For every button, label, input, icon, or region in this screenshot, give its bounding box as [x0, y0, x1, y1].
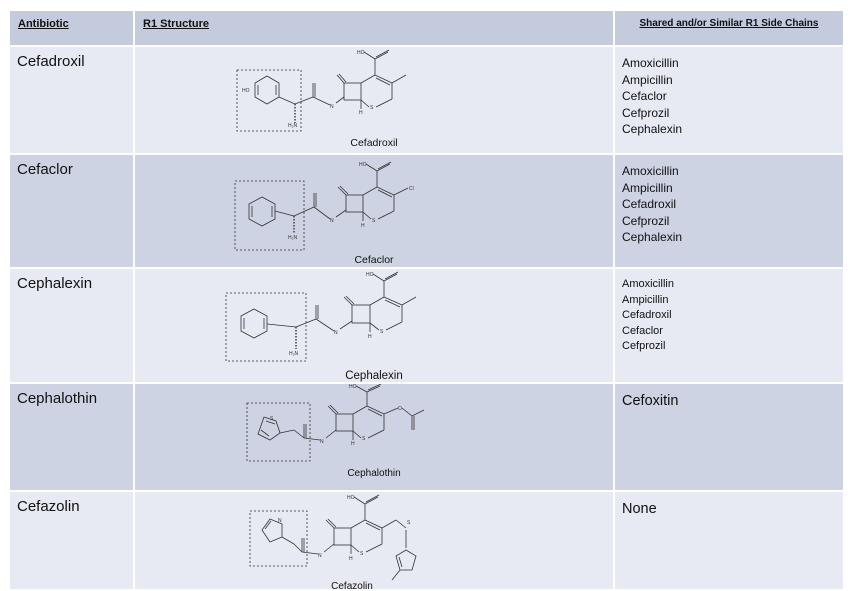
header-shared-side-chains: Shared and/or Similar R1 Side Chains	[615, 11, 843, 45]
shared-drug: Cefadroxil	[622, 309, 672, 321]
atom-label-cl: Cl	[409, 186, 414, 192]
atom-label-s: S	[380, 329, 384, 335]
shared-drug: None	[622, 501, 657, 517]
shared-drug: Cefprozil	[622, 105, 670, 120]
atom-label-h: H	[368, 334, 372, 340]
shared-drug: Amoxicillin	[622, 164, 679, 178]
atom-label-n: N	[330, 104, 334, 110]
r1-structure-cell: S N H S O HO Cephalothin	[135, 384, 613, 490]
r1-side-chain-box	[249, 510, 308, 567]
thiophene-ring	[257, 416, 281, 441]
atom-label-s: S	[372, 218, 376, 224]
shared-side-chains-cell: Cefoxitin	[615, 384, 843, 490]
atom-label-ho: HO	[347, 495, 355, 501]
table-row: Cephalothin	[10, 384, 843, 490]
structure-caption: Cefadroxil	[350, 137, 397, 149]
table-row: Cefadroxil	[10, 47, 843, 153]
atom-label-s: S	[360, 551, 364, 557]
structure-caption: Cephalexin	[345, 370, 403, 382]
antibiotic-name: Cefaclor	[10, 155, 133, 267]
r1-side-chain-box	[246, 402, 311, 462]
r1-side-chain-box	[234, 180, 305, 251]
header-antibiotic: Antibiotic	[10, 11, 133, 45]
shared-drug: Amoxicillin	[622, 56, 679, 70]
atom-label-h2n: H₂N	[288, 235, 298, 241]
structure-caption: Cefaclor	[354, 254, 394, 266]
cefazolin-structure-diagram: N N H S S HO Cefazolin	[249, 494, 417, 589]
header-row: Antibiotic R1 Structure Shared and/or Si…	[10, 11, 843, 45]
atom-label-ho: HO	[359, 162, 367, 168]
antibiotic-name: Cephalexin	[10, 269, 133, 382]
atom-label-h2n: H₂N	[288, 123, 298, 129]
atom-label-s: S	[407, 520, 411, 526]
antibiotic-name: Cephalothin	[10, 384, 133, 490]
cefadroxil-structure-diagram: HO H₂N N H S HO Cefadroxil	[236, 49, 407, 149]
atom-label-h2n: H₂N	[289, 351, 299, 357]
r1-side-chain-box	[236, 69, 302, 132]
antibiotic-table: Antibiotic R1 Structure Shared and/or Si…	[8, 9, 845, 591]
header-r1-structure: R1 Structure	[135, 11, 613, 45]
shared-drug: Cefprozil	[622, 340, 666, 352]
structure-caption: Cephalothin	[347, 468, 400, 479]
shared-side-chains-cell: Amoxicillin Ampicillin Cefaclor Cefprozi…	[615, 47, 843, 153]
atom-label-s: S	[270, 416, 274, 422]
shared-drug: Cefaclor	[622, 324, 663, 337]
atom-label-o: O	[398, 406, 402, 412]
shared-side-chains-cell: Amoxicillin Ampicillin Cefadroxil Cefpro…	[615, 155, 843, 267]
r1-side-chain-box	[225, 292, 307, 362]
atom-label-ho: HO	[242, 88, 250, 94]
benzene-ring	[248, 196, 276, 227]
table-row: Cephalexin	[10, 269, 843, 382]
shared-drug: Cefprozil	[622, 213, 670, 228]
shared-drug: Ampicillin	[622, 293, 669, 306]
antibiotic-name: Cefadroxil	[10, 47, 133, 153]
atom-label-n: N	[320, 439, 324, 445]
shared-drug: Cefoxitin	[622, 393, 679, 409]
thiadiazole-ring	[395, 549, 417, 571]
shared-drug: Cefadroxil	[622, 197, 677, 211]
atom-label-s: S	[370, 105, 374, 111]
shared-drug: Ampicillin	[622, 72, 673, 87]
atom-label-h: H	[361, 223, 365, 229]
atom-label-h: H	[351, 441, 355, 447]
atom-label-h: H	[359, 110, 363, 116]
atom-label-s: S	[362, 436, 366, 442]
shared-side-chains-cell: Amoxicillin Ampicillin Cefadroxil Cefacl…	[615, 269, 843, 382]
shared-drug: Ampicillin	[622, 180, 673, 195]
shared-drug: Cephalexin	[622, 122, 683, 136]
table-row: Cefaclor	[10, 155, 843, 267]
benzene-ring	[254, 75, 280, 105]
tetrazole-ring	[261, 518, 283, 543]
atom-label-n: N	[334, 330, 338, 336]
atom-label-n: N	[330, 218, 334, 224]
atom-label-h: H	[349, 556, 353, 562]
cefaclor-structure-diagram: H₂N N H S Cl HO Cefaclor	[234, 161, 414, 266]
shared-drug: Cefaclor	[622, 89, 667, 103]
atom-label-n: N	[318, 553, 322, 559]
r1-structure-cell: N N H S S HO Cefazolin	[135, 492, 613, 589]
cephalothin-structure-diagram: S N H S O HO Cephalothin	[246, 384, 425, 479]
shared-drug: Cephalexin	[622, 230, 683, 244]
shared-side-chains-cell: None	[615, 492, 843, 589]
atom-label-n: N	[278, 518, 282, 524]
cephalexin-structure-diagram: H₂N N H S HO Cephalexin	[225, 271, 417, 382]
benzene-ring	[240, 308, 268, 339]
antibiotic-name: Cefazolin	[10, 492, 133, 589]
atom-label-ho: HO	[366, 272, 374, 278]
atom-label-ho: HO	[349, 384, 357, 390]
structure-caption: Cefazolin	[331, 581, 373, 589]
atom-label-ho: HO	[357, 50, 365, 56]
r1-structure-cell: HO H₂N N H S HO Cefadroxil	[135, 47, 613, 153]
shared-drug: Amoxicillin	[622, 278, 674, 290]
table-row: Cefazolin	[10, 492, 843, 589]
r1-structure-cell: H₂N N H S Cl HO Cefaclor	[135, 155, 613, 267]
r1-structure-cell: H₂N N H S HO Cephalexin	[135, 269, 613, 382]
